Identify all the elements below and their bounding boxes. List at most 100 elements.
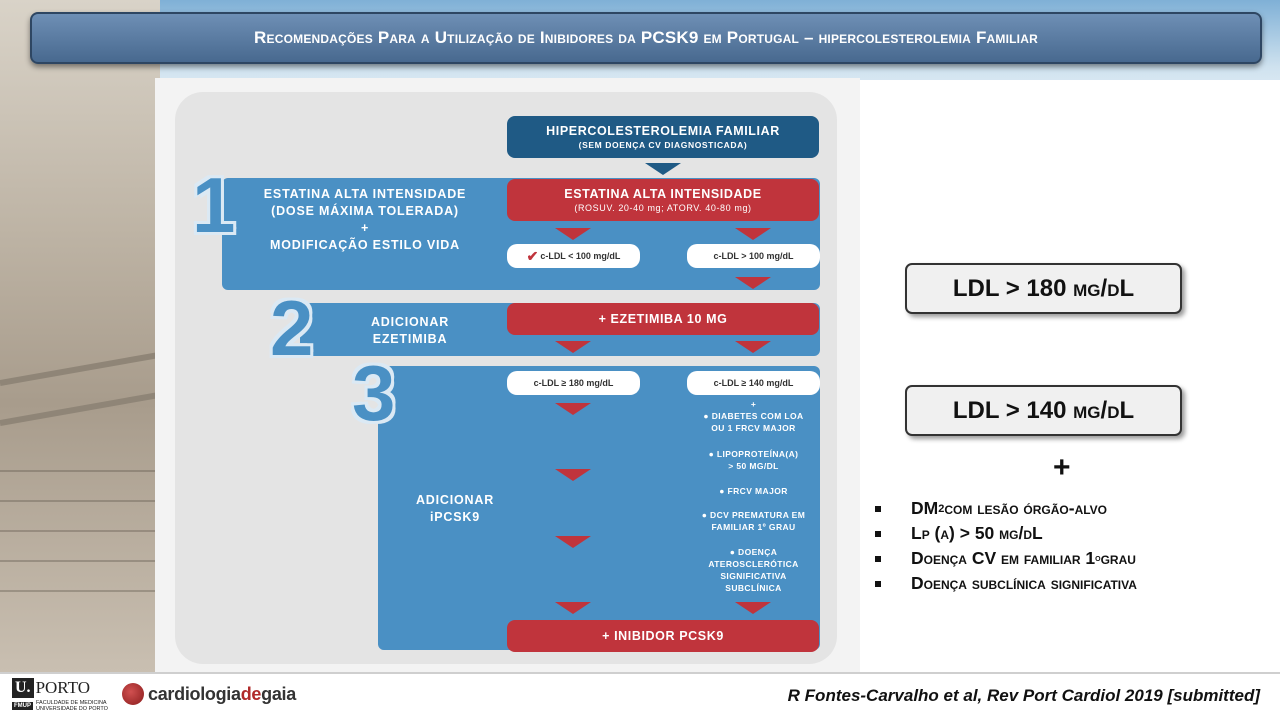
ldl-180-text: LDL > 180 mg/dL [952,274,1135,302]
cardio-text-part: gaia [261,683,296,704]
criteria-item: ● LIPOPROTEÍNA(A) > 50 MG/DL [687,448,820,472]
hf-header-subtitle: (SEM DOENÇA CV DIAGNOSTICADA) [578,140,748,150]
cardiologia-gaia-text: cardiologiadegaia [148,684,296,705]
ldl-ge180-text: c-LDL ≥ 180 mg/dL [533,378,614,388]
arrow-down-icon [735,228,771,240]
pcsk9-inhibitor-box: + INIBIDOR PCSK9 [507,620,819,652]
step1-label-plus: + [360,221,370,235]
fmup-logo: FMUP FACULDADE DE MEDICINA UNIVERSIDADE … [12,700,116,712]
background-stair [0,530,160,532]
fmup-badge: FMUP [12,702,33,710]
bullet-text: grau [1100,548,1136,568]
criteria-line: SIGNIFICATIVA [720,571,787,581]
criteria-line: SUBCLÍNICA [725,583,782,593]
background-stair [0,500,160,502]
bullet-text: DM [911,498,939,518]
arrow-down-icon [735,341,771,353]
criteria-item: ● FRCV MAJOR [687,485,820,497]
arrow-down-icon [555,403,591,415]
arrow-down-icon [555,536,591,548]
ldl-gt100-text: c-LDL > 100 mg/dL [713,251,794,261]
criteria-item: ● DIABETES COM LOA OU 1 FRCV MAJOR [687,410,820,434]
step2-number: 2 [270,284,314,372]
bullet-text: com lesão órgão-alvo [944,498,1108,518]
background-rail [0,350,160,386]
ldl-gt100-pill: c-LDL > 100 mg/dL [687,244,820,268]
step3-label: ADICIONAR iPCSK9 [390,492,520,526]
bullet-text: Lp (a) > 50 mg/dL [911,523,1043,543]
cardio-text-part: de [240,683,262,704]
plus-sign: + [1053,451,1071,484]
bullet-item: Doença subclínica significativa [875,573,1137,594]
step2-label-line2: EZETIMIBA [372,332,448,346]
bullet-text: Doença CV em familiar 1 [911,548,1096,568]
criteria-line: OU 1 FRCV MAJOR [711,423,796,433]
step1-label-line1: ESTATINA ALTA INTENSIDADE [263,187,467,201]
arrow-down-icon [735,602,771,614]
hf-header-title: HIPERCOLESTEROLEMIA FAMILIAR [546,124,780,138]
ldl-140-text: LDL > 140 mg/dL [952,396,1135,424]
statin-box-dose: (ROSUV. 20-40 mg; ATORV. 40-80 mg) [574,203,752,213]
uporto-logo-mark: U. [12,678,34,698]
ldl-ge140-text: c-LDL ≥ 140 mg/dL [713,378,794,388]
bullet-subscript: 2 [938,502,945,515]
step1-label: ESTATINA ALTA INTENSIDADE (DOSE MÁXIMA T… [240,186,490,254]
background-stair [0,470,160,472]
criteria-item: ● DOENÇA ATEROSCLERÓTICA SIGNIFICATIVA S… [687,546,820,594]
criteria-line: ATEROSCLERÓTICA [708,559,799,569]
cardiologia-gaia-logo: cardiologiadegaia [122,683,296,705]
step3-label-line1: ADICIONAR [415,493,495,507]
footer-bar [0,672,1280,720]
uporto-logo-name: PORTO [35,678,90,697]
criteria-line: ● FRCV MAJOR [719,486,788,496]
slide-title-bar: Recomendações Para a Utilização de Inibi… [30,12,1262,64]
step1-label-line2: (DOSE MÁXIMA TOLERADA) [271,204,459,218]
criteria-line: > 50 MG/DL [728,461,779,471]
bullet-item: Lp (a) > 50 mg/dL [875,523,1137,544]
criteria-line: ● DOENÇA [729,547,778,557]
arrow-down-icon [555,602,591,614]
bullet-square-icon [875,505,881,512]
background-stair [0,590,160,592]
arrow-down-icon [555,469,591,481]
criteria-line: FAMILIAR 1º GRAU [711,522,796,532]
background-photo [0,0,160,672]
background-rail [0,390,160,426]
step2-label-line1: ADICIONAR [370,315,450,329]
bullet-square-icon [875,530,881,537]
fmup-text: FACULDADE DE MEDICINA UNIVERSIDADE DO PO… [36,700,108,712]
ldl-180-box: LDL > 180 mg/dL [905,263,1182,314]
criteria-item: ● DCV PREMATURA EM FAMILIAR 1º GRAU [687,509,820,533]
pcsk9-inhibitor-title: + INIBIDOR PCSK9 [602,629,724,643]
step1-number: 1 [192,161,236,249]
background-white-area [860,80,1280,672]
hf-header-box: HIPERCOLESTEROLEMIA FAMILIAR (SEM DOENÇA… [507,116,819,158]
statin-box: ESTATINA ALTA INTENSIDADE (ROSUV. 20-40 … [507,179,819,221]
statin-box-title: ESTATINA ALTA INTENSIDADE [564,187,762,201]
ldl-lt100-pill: ✔ c-LDL < 100 mg/dL [507,244,640,268]
cardio-text-part: cardiologia [148,683,241,704]
check-icon: ✔ [526,247,539,264]
ldl-lt100-text: c-LDL < 100 mg/dL [540,251,621,261]
criteria-line: ● DIABETES COM LOA [703,411,804,421]
heart-icon [122,683,144,705]
arrow-down-icon [735,277,771,289]
arrow-down-icon [555,228,591,240]
ezetimibe-box-title: + EZETIMIBA 10 MG [598,312,728,326]
background-stair [0,560,160,562]
step1-label-line3: MODIFICAÇÃO ESTILO VIDA [270,238,460,252]
ldl-ge140-pill: c-LDL ≥ 140 mg/dL [687,371,820,395]
ldl-140-box: LDL > 140 mg/dL [905,385,1182,436]
step3-label-line2: iPCSK9 [430,510,480,524]
arrow-down-icon [645,163,681,175]
step2-label: ADICIONAR EZETIMIBA [340,314,480,348]
slide-title: Recomendações Para a Utilização de Inibi… [254,28,1038,47]
criteria-line: ● LIPOPROTEÍNA(A) [708,449,799,459]
ezetimibe-box: + EZETIMIBA 10 MG [507,303,819,335]
arrow-down-icon [555,341,591,353]
step3-number: 3 [352,349,396,437]
criteria-line: ● DCV PREMATURA EM [701,510,806,520]
